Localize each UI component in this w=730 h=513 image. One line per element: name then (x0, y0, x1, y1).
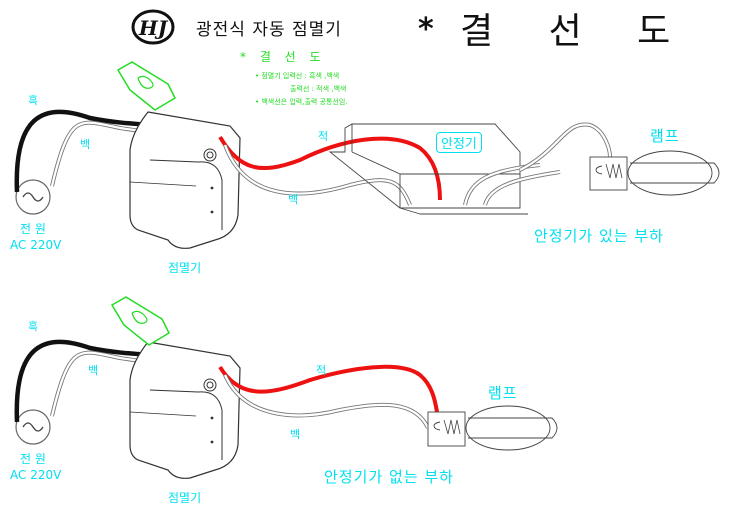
label-white-wire-in: 백 (88, 364, 99, 377)
power-label: 전 원 (20, 222, 46, 236)
label-white-wire-in: 백 (80, 138, 91, 151)
lamp-label: 램프 (488, 384, 518, 402)
lamp-label: 램프 (650, 127, 680, 145)
white-wire-out (223, 374, 430, 429)
red-wire (218, 135, 442, 201)
label-white-wire-out: 백 (290, 428, 301, 441)
switch-label: 점멸기 (168, 491, 202, 505)
switch-label: 점멸기 (168, 261, 202, 275)
ballast-icon (328, 123, 561, 215)
note-line: • 백색선은 입력,출력 공통선임. (255, 98, 348, 106)
diagram-without-ballast (14, 296, 558, 479)
lamp-icon (427, 405, 558, 451)
page-title: 결 선 도 (460, 11, 693, 52)
photo-switch-icon (116, 61, 241, 249)
red-wire (218, 364, 439, 413)
ballast-label: 안정기 (436, 132, 482, 153)
label-black-wire: 흑 (28, 94, 39, 107)
mounting-clip-icon (110, 296, 170, 346)
photo-switch-icon (110, 296, 241, 479)
lamp-icon (589, 150, 720, 196)
note-line: • 점멸기 입력선 : 흑색 ,백색 (255, 72, 340, 80)
note-line: 출력선 : 적색 ,백색 (290, 85, 347, 93)
svg-text:HJ: HJ (138, 16, 169, 40)
diagram-caption: 안정기가 있는 부하 (534, 227, 664, 245)
company-logo: HJ (131, 9, 175, 45)
notes-heading: * 결 선 도 (240, 50, 326, 64)
diagram-with-ballast (14, 61, 720, 249)
power-spec: AC 220V (10, 468, 62, 482)
label-black-wire: 흑 (28, 320, 39, 333)
diagram-caption: 안정기가 없는 부하 (324, 468, 454, 486)
label-red-wire: 적 (316, 364, 327, 377)
power-label: 전 원 (20, 452, 46, 466)
mounting-clip-icon (116, 61, 176, 111)
title-star: * (418, 12, 434, 47)
power-spec: AC 220V (10, 238, 62, 252)
product-name: 광전식 자동 점멸기 (196, 20, 342, 40)
label-white-wire-out: 백 (288, 193, 299, 206)
label-red-wire: 적 (318, 130, 329, 143)
